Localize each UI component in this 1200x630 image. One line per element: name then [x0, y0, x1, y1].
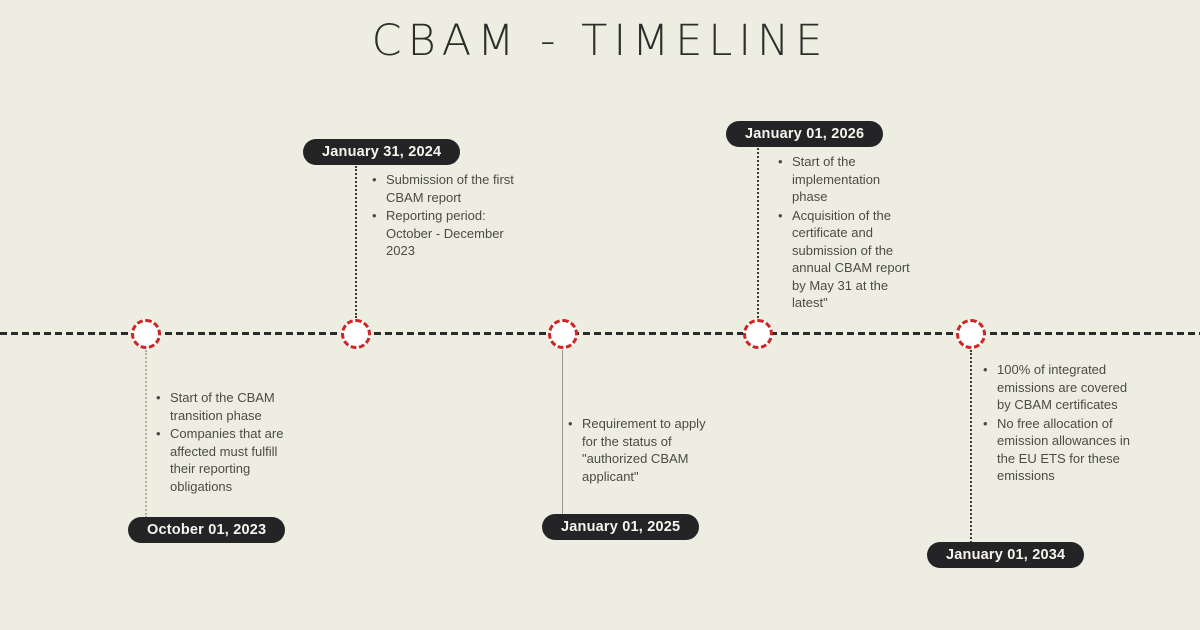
bullet-item: Requirement to apply for the status of "…	[567, 415, 714, 485]
bullet-item: 100% of integrated emissions are covered…	[982, 361, 1130, 414]
date-badge-4: January 01, 2026	[726, 121, 884, 147]
bullet-item: Reporting period: October - December 202…	[371, 207, 521, 260]
milestone-details-3: Requirement to apply for the status of "…	[567, 415, 714, 486]
timeline-node-4	[743, 319, 773, 349]
date-badge-1: October 01, 2023	[128, 517, 286, 543]
timeline-node-5	[956, 319, 986, 349]
bullet-item: Start of the implementation phase	[777, 153, 919, 206]
connector-line-4	[757, 148, 759, 318]
connector-line-5	[970, 350, 972, 543]
timeline-node-3	[548, 319, 578, 349]
milestone-details-4: Start of the implementation phase Acquis…	[777, 153, 919, 313]
date-badge-5: January 01, 2034	[927, 542, 1085, 568]
connector-line-2	[355, 166, 357, 318]
date-badge-3: January 01, 2025	[542, 514, 700, 540]
milestone-details-5: 100% of integrated emissions are covered…	[982, 361, 1130, 486]
timeline-axis	[0, 332, 1200, 335]
timeline-node-2	[341, 319, 371, 349]
page-title: CBAM - TIMELINE	[371, 16, 829, 66]
connector-line-3	[562, 350, 563, 515]
timeline-node-1	[131, 319, 161, 349]
connector-line-1	[145, 350, 147, 518]
bullet-item: Acquisition of the certificate and submi…	[777, 207, 919, 312]
date-badge-2: January 31, 2024	[303, 139, 461, 165]
bullet-item: Companies that are affected must fulfill…	[155, 425, 305, 495]
milestone-details-2: Submission of the first CBAM report Repo…	[371, 171, 521, 261]
bullet-item: Submission of the first CBAM report	[371, 171, 521, 206]
bullet-item: No free allocation of emission allowance…	[982, 415, 1130, 485]
milestone-details-1: Start of the CBAM transition phase Compa…	[155, 389, 305, 496]
bullet-item: Start of the CBAM transition phase	[155, 389, 305, 424]
